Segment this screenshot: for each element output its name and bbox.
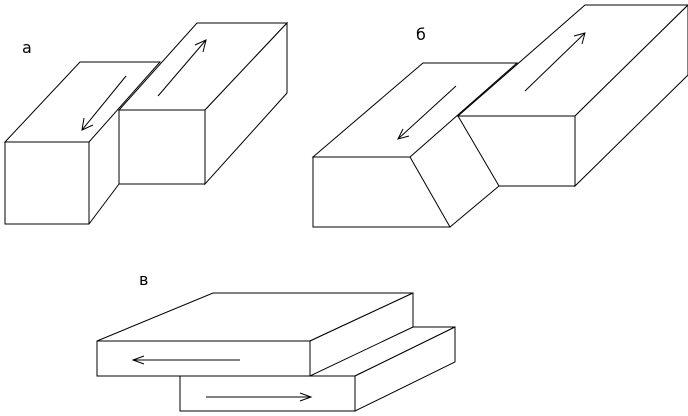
panel-a-label: а xyxy=(22,38,32,57)
panel-b-right-block xyxy=(456,4,688,188)
panel-b-left-block-side-edge xyxy=(449,185,500,228)
panel-a-right-block-front xyxy=(118,109,206,185)
panel-c-lower-slab-front xyxy=(179,375,356,412)
panel-a-right-block xyxy=(117,21,289,186)
panel-b-label: б xyxy=(416,25,426,44)
panel-a-left-block-front xyxy=(4,141,90,225)
panel-c-upper-slab xyxy=(96,292,414,377)
panel-c-arrow-right xyxy=(206,392,313,402)
panel-b-arrow-up xyxy=(524,32,586,92)
panel-b-left-block-front xyxy=(312,156,451,228)
panel-a-arrow-down xyxy=(81,75,127,131)
panel-c-arrow-left xyxy=(131,355,240,365)
panel-c: в xyxy=(96,270,456,412)
panel-a: а xyxy=(3,21,289,225)
panel-b-arrow-down xyxy=(397,85,457,140)
panel-b-right-block-front xyxy=(457,115,576,187)
panel-b: б xyxy=(311,4,688,228)
panel-a-arrow-up xyxy=(157,39,207,97)
panel-b-left-block xyxy=(311,62,519,228)
panel-c-label: в xyxy=(139,270,148,289)
panel-a-left-block-side-edge xyxy=(88,183,120,225)
panel-c-upper-slab-front xyxy=(96,340,311,377)
